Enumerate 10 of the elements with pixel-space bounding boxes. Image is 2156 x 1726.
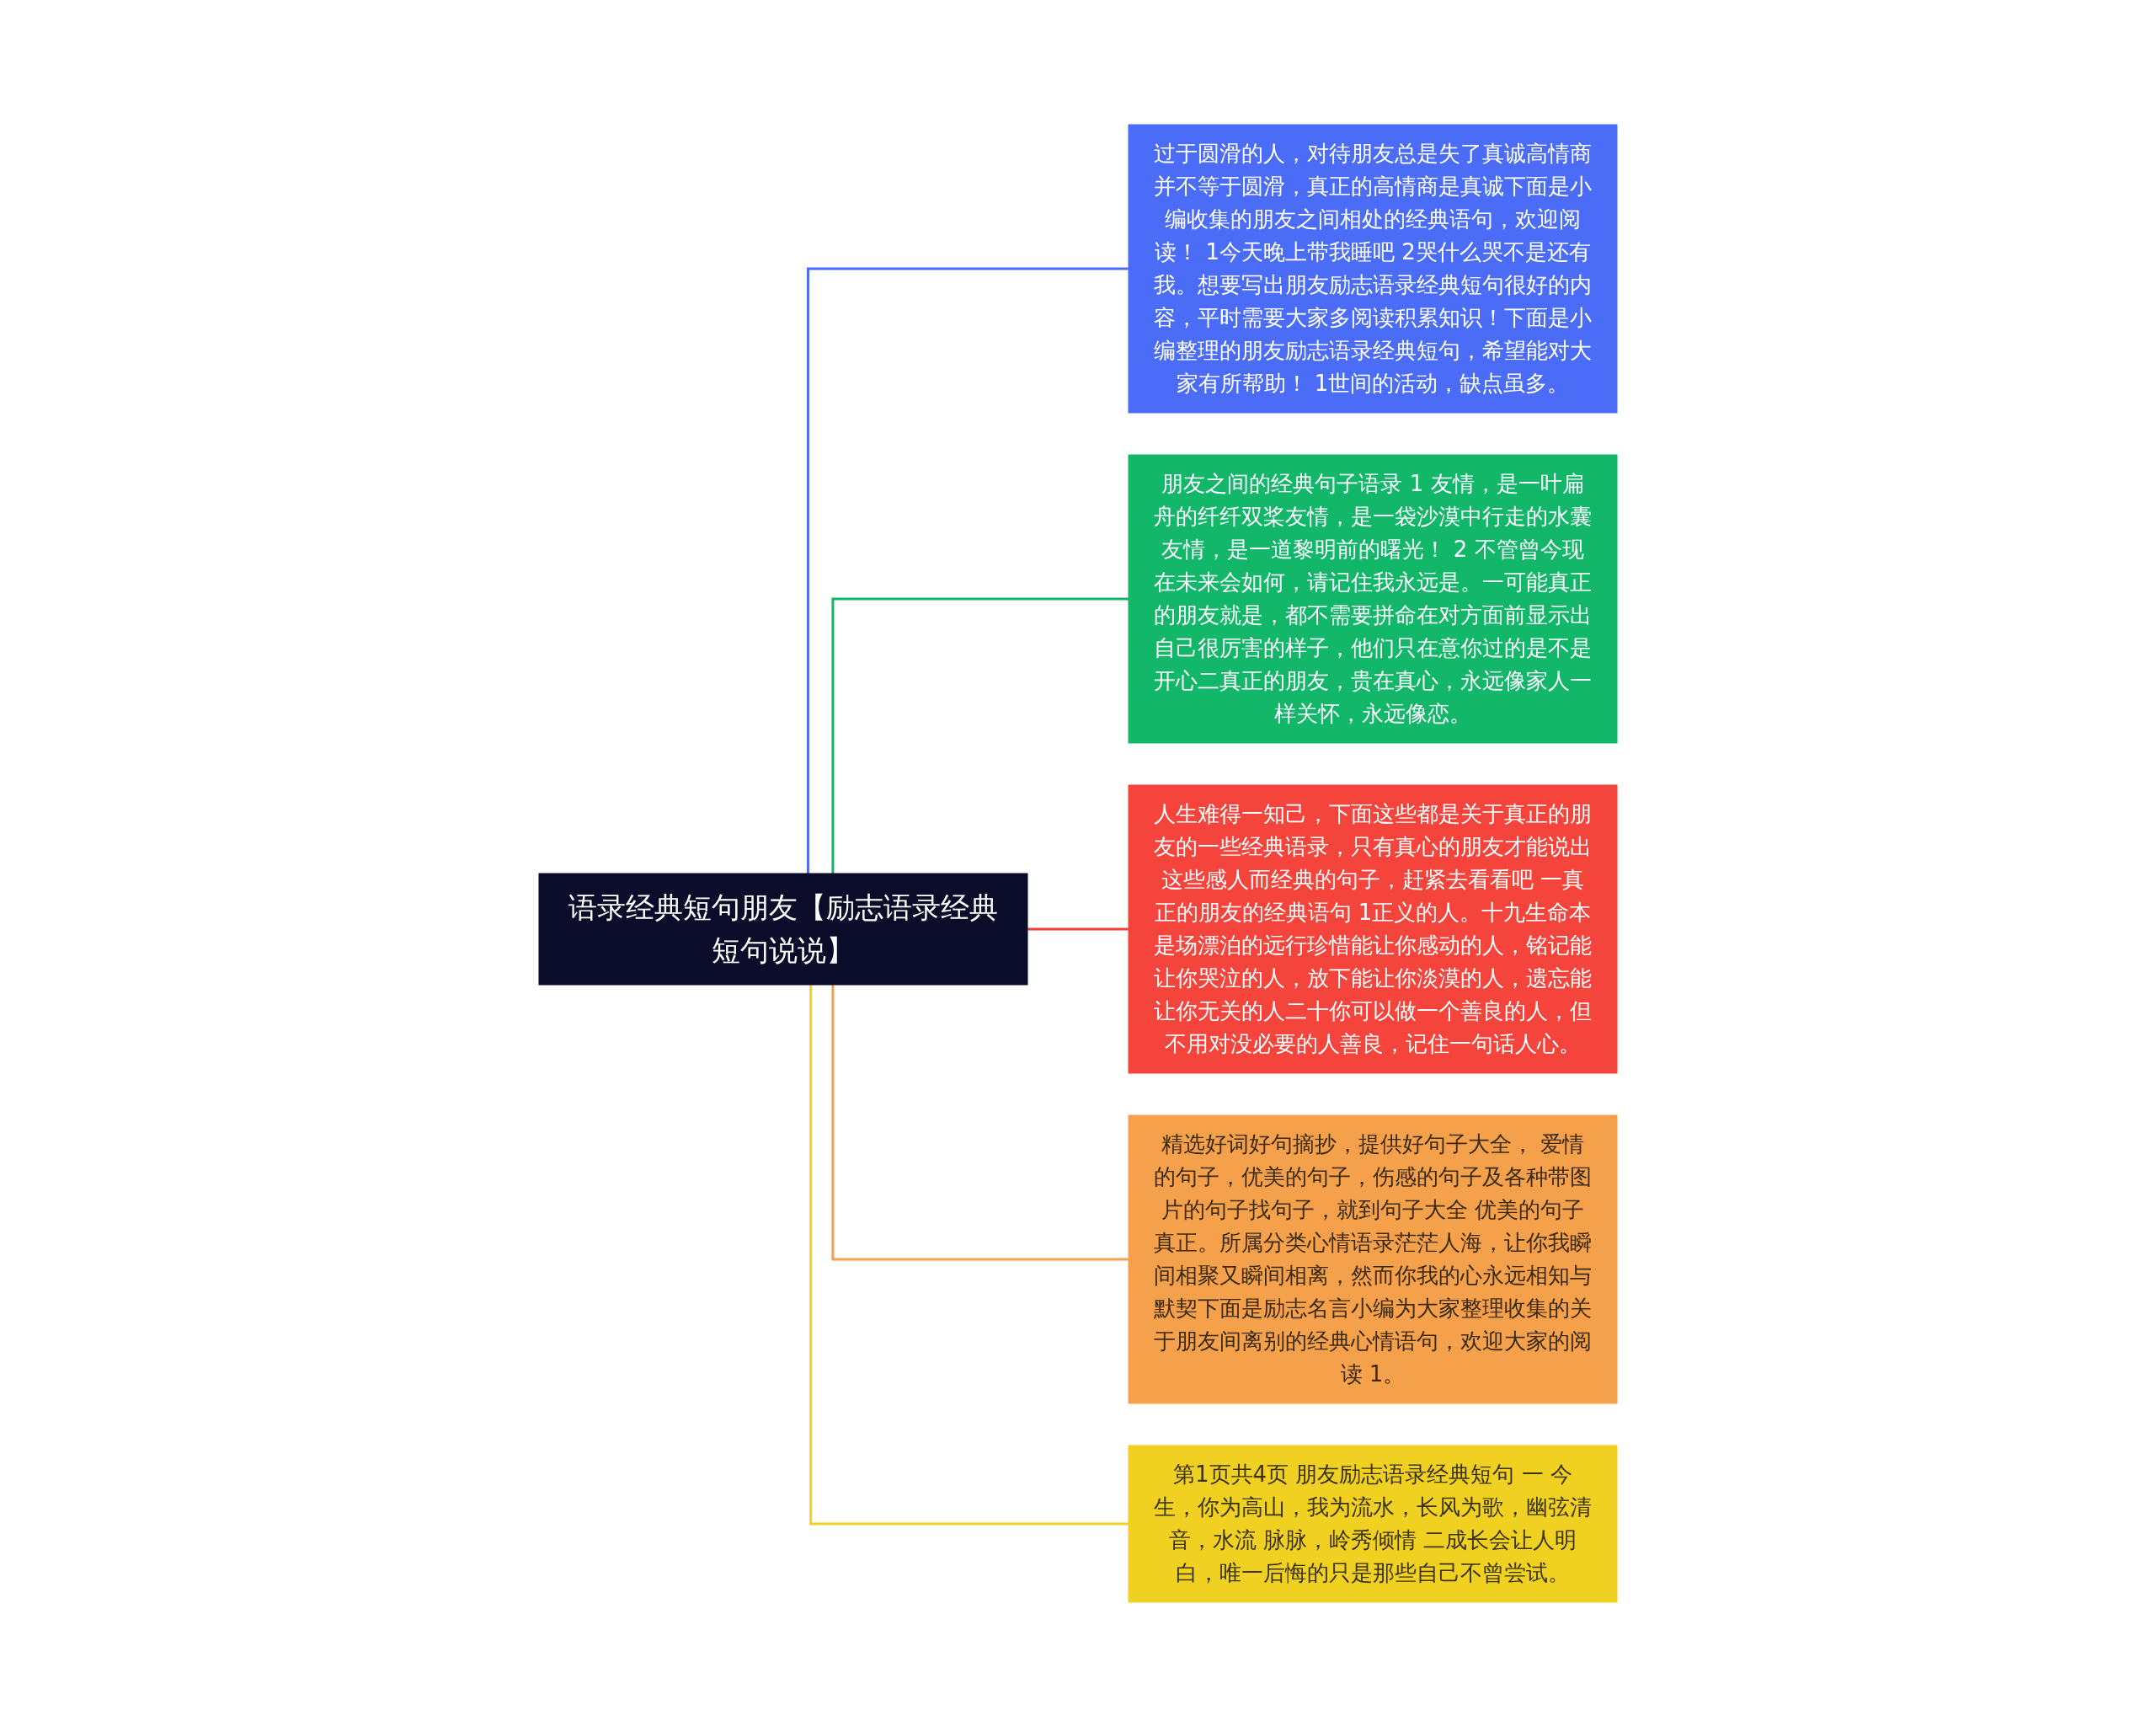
node-box: 第1页共4页 朋友励志语录经典短句 一 今生，你为高山，我为流水，长风为歌，幽弦清音，水流 脉脉，岭秀倾情 二成长会让人明白，唯一后悔的只是那些自己不曾尝试。 [1128, 1445, 1618, 1602]
connector [809, 984, 1129, 1525]
node-box: 精选好词好句摘抄，提供好句子大全， 爱情的句子，优美的句子，伤感的句子及各种带图片的句子找句子，就到句子大全 优美的句子真正。所属分类心情语录茫茫人海，让你我瞬间相聚又瞬间相离，然而你我的心永远相知与默契下面是励志名言小编为大家整理收集的关于朋友间离别的经典心情语句，欢迎大家的阅读 1。 [1128, 1114, 1618, 1403]
node-box: 语录经典短句朋友【励志语录经典短句说说】 [538, 873, 1028, 985]
connector [806, 267, 1129, 874]
connector [831, 597, 1129, 874]
node-box: 朋友之间的经典句子语录 1 友情，是一叶扁舟的纤纤双桨友情，是一袋沙漠中行走的水囊友情，是一道黎明前的曙光！ 2 不管曾今现在未来会如何，请记住我永远是。一可能真正的朋友就是，都不需要拼命在对方面前显示出自己很厉害的样子，他们只在意你过的是不是开心二真正的朋友，贵在真心，永远像家人一样关怀，永远像恋。 [1128, 454, 1618, 743]
connector [831, 984, 1129, 1260]
node-box: 人生难得一知己，下面这些都是关于真正的朋友的一些经典语录，只有真心的朋友才能说出这些感人而经典的句子，赶紧去看看吧 一真正的朋友的经典语句 1正义的人。十九生命本是场漂泊的远行珍惜能让你感动的人，铭记能让你哭泣的人，放下能让你淡漠的人，遗忘能让你无关的人二十你可以做一个善良的人，但不用对没必要的人善良，记住一句话人心。 [1128, 784, 1618, 1073]
node-box: 过于圆滑的人，对待朋友总是失了真诚高情商并不等于圆滑，真正的高情商是真诚下面是小编收集的朋友之间相处的经典语句，欢迎阅读！ 1今天晚上带我睡吧 2哭什么哭不是还有我。想要写出朋友励志语录经典短句很好的内容，平时需要大家多阅读积累知识！下面是小编整理的朋友励志语录经典短句，希望能对大家有所帮助！ 1世间的活动，缺点虽多。 [1128, 124, 1618, 413]
